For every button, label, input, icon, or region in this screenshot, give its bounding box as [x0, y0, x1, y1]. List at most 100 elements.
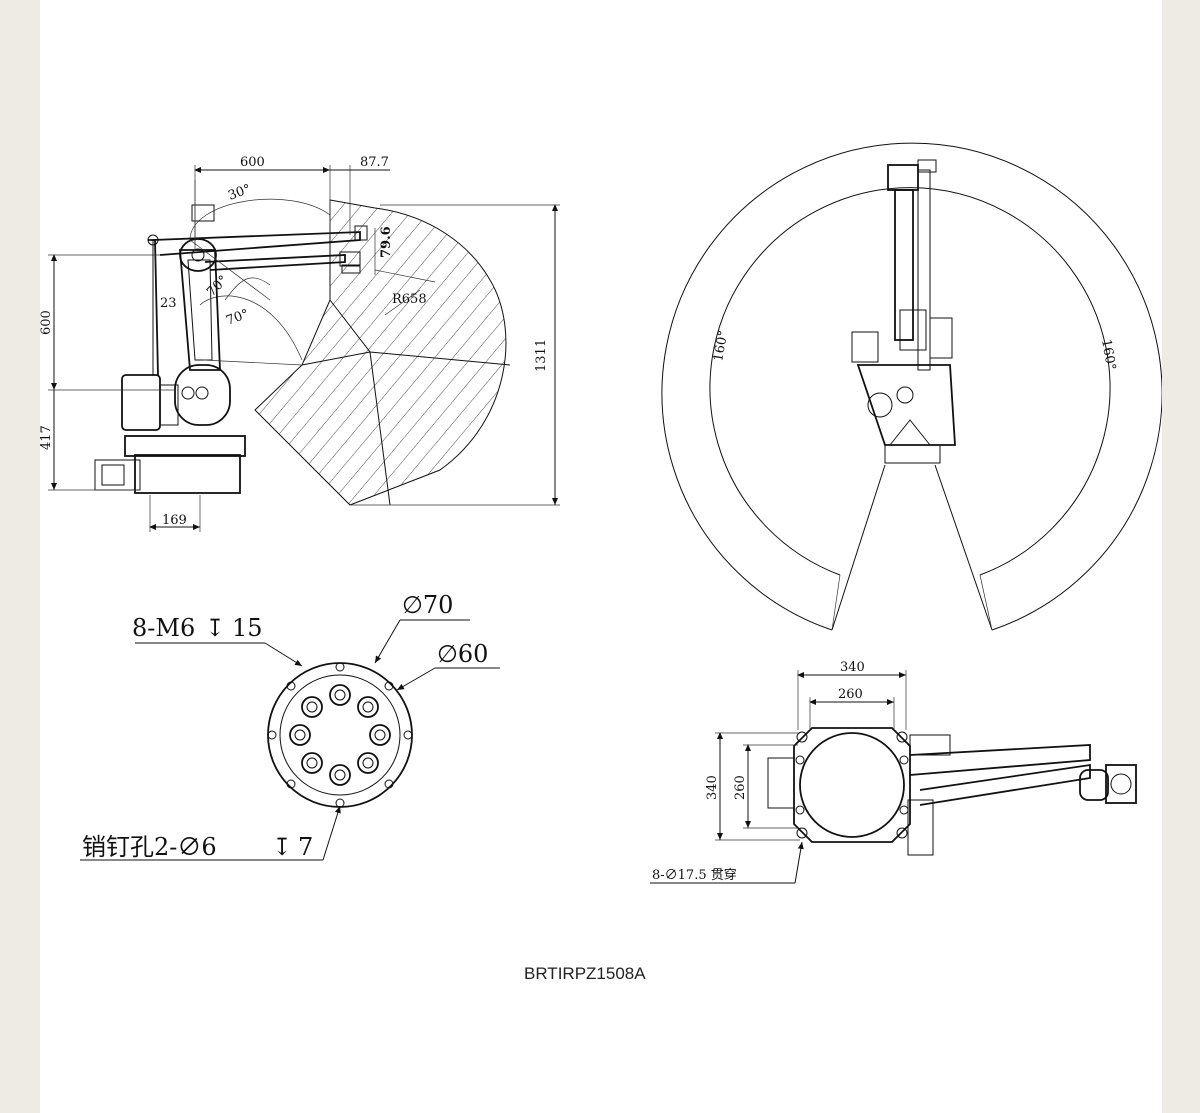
leader-d60 — [396, 667, 436, 691]
mount-hole — [795, 805, 805, 815]
base-arm-lower — [919, 763, 1091, 806]
base-connector — [767, 757, 795, 809]
motor-gearbox — [159, 384, 179, 426]
reach-boundary-right — [934, 464, 993, 631]
drawing-sheet: 600 87.7 30° 70° 70° 23 79.6 R658 600 41… — [40, 0, 1162, 1113]
mount-hole — [899, 805, 909, 815]
base-arm-upper — [909, 744, 1091, 776]
top-motor-left — [851, 331, 879, 363]
bolt-hole — [357, 696, 379, 718]
dim-417: 417 — [40, 425, 54, 450]
angle-160-right: 160° — [1098, 338, 1118, 371]
angle-30: 30° — [226, 182, 253, 204]
label-holes: 8-∅17.5 贯穿 — [652, 867, 737, 883]
mount-hole — [896, 731, 908, 743]
top-end-effector — [887, 164, 919, 191]
dim-340-v: 340 — [705, 775, 720, 800]
mount-hole — [796, 827, 808, 839]
technical-drawing: 600 87.7 30° 70° 70° 23 79.6 R658 600 41… — [40, 142, 1162, 983]
leader-pin — [322, 805, 341, 861]
label-pin-depth: 7 — [298, 833, 313, 861]
dim-79-6: 79.6 — [379, 226, 394, 258]
mount-hole — [896, 827, 908, 839]
connector-port — [101, 464, 125, 486]
label-d60: ∅60 — [437, 640, 488, 668]
mount-hole — [899, 755, 909, 765]
angle-70-b: 70° — [224, 307, 251, 329]
dim-169: 169 — [162, 513, 187, 528]
label-bolts: 8-M6 — [132, 614, 195, 642]
lower-arm-housing — [174, 364, 231, 426]
bolt-hole — [369, 724, 391, 746]
end-flange — [341, 264, 361, 274]
reach-boundary-left — [831, 464, 886, 631]
top-base-body — [856, 364, 956, 446]
top-base-cutout — [889, 419, 931, 446]
reach-arc-inner — [709, 187, 1111, 576]
wrist-top — [354, 225, 368, 241]
robot-turntable — [124, 435, 246, 457]
bolt-hole — [301, 696, 323, 718]
top-view: 160° 160° — [661, 142, 1162, 631]
base-arm-end-circle — [1110, 773, 1132, 795]
radius-r658: R658 — [392, 292, 427, 307]
bolt-hole — [289, 724, 311, 746]
label-pin-holes: 销钉孔2-∅6 — [82, 833, 217, 861]
mount-hole — [796, 731, 808, 743]
label-bolt-depth: 15 — [232, 614, 263, 642]
arm-top-bracket — [191, 204, 215, 222]
depth-symbol-bolts: ↧ — [205, 614, 225, 642]
ref-line-a — [202, 359, 303, 366]
wrist-block — [339, 251, 361, 267]
dim-260-v: 260 — [733, 775, 748, 800]
angle-arc-70-inner — [224, 277, 271, 301]
base-view: 340 260 340 260 8-∅17.5 贯穿 — [650, 660, 1137, 884]
bolt-hole — [357, 752, 379, 774]
base-arm-joint — [909, 734, 951, 756]
base-bore — [799, 732, 905, 838]
dim-340-h: 340 — [840, 660, 865, 675]
forearm-bottom — [204, 254, 346, 271]
bolt-hole — [329, 764, 351, 786]
angle-arc-30 — [189, 198, 331, 241]
depth-symbol-pin: ↧ — [272, 833, 292, 861]
top-motor-right — [929, 317, 953, 359]
leader-d70 — [374, 619, 401, 664]
angle-160-left: 160° — [711, 329, 731, 362]
arc-end-right — [979, 574, 993, 631]
top-base-front — [884, 444, 941, 464]
ref-line-c — [374, 269, 436, 283]
base-arm-end-left — [1079, 769, 1109, 801]
label-d70: ∅70 — [402, 591, 453, 619]
top-motor-circle — [867, 392, 893, 418]
pivot-hole-a — [181, 386, 195, 400]
ref-line-b — [189, 239, 271, 301]
top-link — [917, 169, 931, 371]
pivot-hole-b — [195, 386, 209, 400]
arc-end-left — [831, 574, 841, 631]
dim-1311: 1311 — [534, 339, 549, 372]
motor-housing — [121, 374, 161, 431]
forearm-top — [152, 231, 361, 256]
flange-view: 8-M6 ↧ 15 ∅70 ∅60 销钉孔2-∅6 ↧ 7 — [80, 591, 500, 861]
dim-260-h: 260 — [838, 687, 863, 702]
top-arm-joint — [899, 309, 927, 351]
robot-base-plate — [134, 454, 241, 494]
side-view: 600 87.7 30° 70° 70° 23 79.6 R658 600 41… — [40, 155, 560, 532]
base-motor-block — [907, 799, 934, 856]
angle-arc-70 — [199, 295, 303, 361]
top-forearm — [894, 189, 914, 341]
dim-87-7: 87.7 — [360, 155, 389, 170]
base-arm-end — [1105, 764, 1137, 804]
leader-bolts — [264, 642, 303, 667]
dim-600-left: 600 — [40, 310, 54, 335]
flange-inner — [279, 674, 401, 796]
reach-arc-outer — [661, 142, 1162, 631]
dim-600-top: 600 — [240, 155, 265, 170]
elbow-joint — [179, 238, 217, 272]
upper-arm-inner — [187, 259, 213, 361]
model-caption: BRTIRPZ1508A — [524, 964, 646, 983]
bolt-hole — [301, 752, 323, 774]
elbow-pin — [191, 248, 205, 262]
dim-23: 23 — [160, 296, 177, 311]
